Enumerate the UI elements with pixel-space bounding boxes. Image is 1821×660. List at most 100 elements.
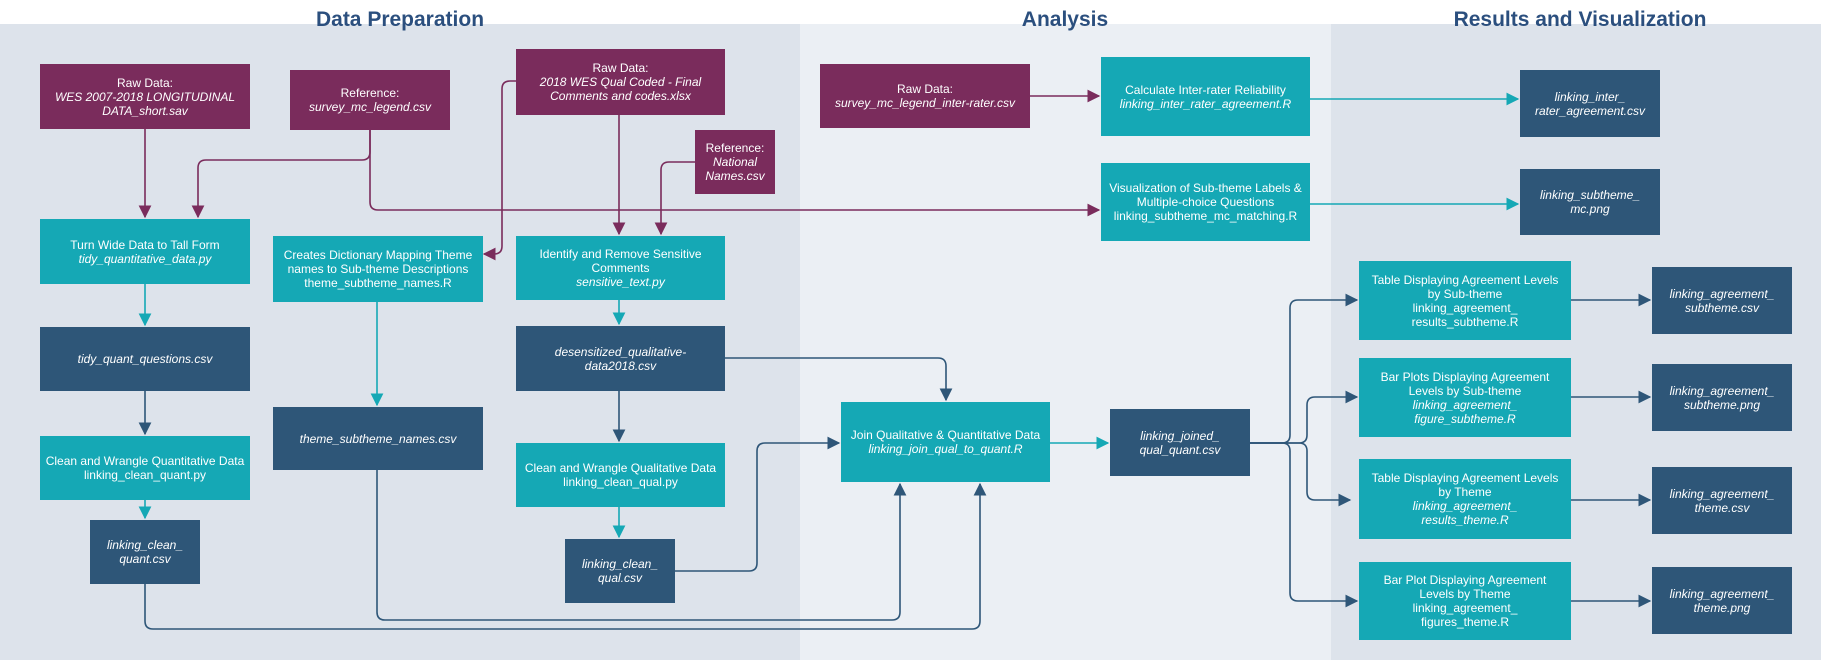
- node-line: linking_inter_rater_agreement.R: [1119, 96, 1292, 111]
- node-line: tidy_quant_questions.csv: [77, 352, 213, 366]
- node-line: Visualization of Sub-theme Labels &: [1109, 181, 1302, 195]
- node-line: linking_clean_: [581, 557, 659, 571]
- node-line: theme_subtheme_names.R: [304, 276, 452, 290]
- node-line: qual.csv: [597, 571, 643, 585]
- node-line: Bar Plots Displaying Agreement: [1380, 369, 1550, 384]
- file-agreement-subtheme-png: linking_agreement_ subtheme.png: [1652, 364, 1792, 431]
- node-line: Reference:: [340, 86, 400, 100]
- raw-data-qual-coded: Raw Data: 2018 WES Qual Coded - Final Co…: [516, 49, 725, 115]
- node-line: Calculate Inter-rater Reliability: [1125, 82, 1286, 97]
- node-line: data2018.csv: [584, 358, 657, 373]
- process-wide-to-tall: Turn Wide Data to Tall Form tidy_quantit…: [40, 219, 250, 284]
- node-line: linking_subtheme_: [1539, 188, 1641, 202]
- process-bar-plot-theme: Bar Plot Displaying Agreement Levels by …: [1359, 562, 1571, 640]
- process-table-agreement-subtheme: Table Displaying Agreement Levels by Sub…: [1359, 261, 1571, 340]
- node-line: linking_agreement_: [1669, 383, 1775, 398]
- node-line: theme.csv: [1694, 500, 1750, 515]
- node-line: Bar Plot Displaying Agreement: [1383, 573, 1547, 587]
- file-desensitized-qualitative: desensitized_qualitative- data2018.csv: [516, 326, 725, 391]
- lane-title-results: Results and Visualization: [1453, 8, 1707, 31]
- node-line: by Sub-theme: [1427, 286, 1503, 301]
- process-table-agreement-theme: Table Displaying Agreement Levels by The…: [1359, 459, 1571, 539]
- reference-survey-mc-legend: Reference: survey_mc_legend.csv: [290, 70, 450, 130]
- process-clean-quant: Clean and Wrangle Quantitative Data link…: [40, 436, 250, 500]
- node-line: linking_agreement_: [1412, 601, 1518, 615]
- node-line: figures_theme.R: [1420, 615, 1510, 629]
- file-inter-rater-agreement-csv: linking_inter_ rater_agreement.csv: [1520, 70, 1660, 137]
- node-line: quant.csv: [119, 552, 171, 566]
- file-tidy-quant-questions: tidy_quant_questions.csv: [40, 327, 250, 391]
- process-clean-qual: Clean and Wrangle Qualitative Data linki…: [516, 443, 725, 507]
- file-theme-subtheme-names: theme_subtheme_names.csv: [273, 407, 483, 470]
- node-line: DATA_short.sav: [102, 103, 188, 118]
- node-line: desensitized_qualitative-: [554, 344, 687, 359]
- node-line: Join Qualitative & Quantitative Data: [850, 428, 1041, 442]
- node-line: Multiple-choice Questions: [1136, 195, 1275, 209]
- node-line: Creates Dictionary Mapping Theme: [283, 248, 473, 262]
- lane-title-analysis: Analysis: [1021, 8, 1109, 31]
- node-line: Comments: [591, 261, 650, 275]
- node-line: Identify and Remove Sensitive: [539, 247, 702, 261]
- node-line: Table Displaying Agreement Levels: [1371, 471, 1559, 485]
- process-dictionary-mapping: Creates Dictionary Mapping Theme names t…: [273, 236, 483, 302]
- node-line: 2018 WES Qual Coded - Final: [539, 75, 702, 89]
- node-line: subtheme.csv: [1684, 300, 1760, 315]
- node-line: Raw Data:: [592, 61, 649, 75]
- node-line: National: [712, 155, 758, 169]
- process-bar-plots-subtheme: Bar Plots Displaying Agreement Levels by…: [1359, 358, 1571, 437]
- node-line: names to Sub-theme Descriptions: [287, 262, 469, 276]
- node-line: Raw Data:: [116, 75, 174, 90]
- node-line: results_subtheme.R: [1411, 314, 1519, 329]
- node-line: linking_joined_: [1140, 428, 1220, 443]
- node-line: Levels by Theme: [1419, 587, 1511, 601]
- process-join-qual-quant: Join Qualitative & Quantitative Data lin…: [841, 402, 1050, 482]
- node-line: Levels by Sub-theme: [1408, 383, 1522, 398]
- file-linking-clean-qual: linking_clean_ qual.csv: [565, 539, 675, 603]
- node-line: linking_join_qual_to_quant.R: [868, 442, 1023, 456]
- node-line: theme.png: [1693, 600, 1751, 615]
- raw-data-inter-rater: Raw Data: survey_mc_legend_inter-rater.c…: [820, 64, 1030, 128]
- node-line: linking_agreement_: [1669, 486, 1775, 501]
- reference-national-names: Reference: National Names.csv: [695, 130, 775, 194]
- file-linking-joined-qual-quant: linking_joined_ qual_quant.csv: [1110, 409, 1250, 476]
- node-line: Reference:: [705, 141, 765, 155]
- node-line: by Theme: [1438, 485, 1492, 499]
- node-line: tidy_quantitative_data.py: [78, 251, 212, 266]
- node-line: Clean and Wrangle Quantitative Data: [45, 454, 245, 468]
- node-line: survey_mc_legend_inter-rater.csv: [834, 96, 1016, 110]
- node-line: linking_clean_quant.py: [83, 468, 207, 482]
- file-agreement-theme-csv: linking_agreement_ theme.csv: [1652, 467, 1792, 534]
- node-line: Names.csv: [705, 169, 765, 183]
- node-line: linking_agreement_: [1412, 499, 1518, 513]
- node-line: WES 2007-2018 LONGITUDINAL: [54, 89, 236, 104]
- node-line: Comments and codes.xlsx: [550, 89, 691, 103]
- lane-title-data-preparation: Data Preparation: [315, 8, 485, 31]
- process-remove-sensitive: Identify and Remove Sensitive Comments s…: [516, 236, 725, 300]
- node-line: Table Displaying Agreement Levels: [1371, 272, 1559, 287]
- file-agreement-theme-png: linking_agreement_ theme.png: [1652, 567, 1792, 634]
- node-line: sensitive_text.py: [576, 275, 665, 289]
- node-line: linking_agreement_: [1412, 300, 1518, 315]
- node-line: linking_clean_: [106, 538, 184, 552]
- node-line: theme_subtheme_names.csv: [299, 431, 457, 446]
- node-line: linking_inter_: [1554, 89, 1626, 104]
- file-subtheme-mc-png: linking_subtheme_ mc.png: [1520, 169, 1660, 235]
- node-line: linking_agreement_: [1669, 586, 1775, 601]
- node-line: subtheme.png: [1683, 397, 1761, 412]
- file-linking-clean-quant: linking_clean_ quant.csv: [90, 520, 200, 584]
- node-line: survey_mc_legend.csv: [308, 100, 432, 114]
- node-line: Clean and Wrangle Qualitative Data: [524, 461, 717, 475]
- file-agreement-subtheme-csv: linking_agreement_ subtheme.csv: [1652, 267, 1792, 334]
- process-calc-inter-rater: Calculate Inter-rater Reliability linkin…: [1101, 57, 1310, 136]
- node-line: qual_quant.csv: [1139, 442, 1221, 457]
- node-line: figure_subtheme.R: [1414, 411, 1516, 426]
- process-viz-subtheme-labels: Visualization of Sub-theme Labels & Mult…: [1101, 163, 1310, 241]
- node-line: linking_agreement_: [1669, 286, 1775, 301]
- node-line: linking_agreement_: [1412, 397, 1518, 412]
- node-line: Turn Wide Data to Tall Form: [70, 237, 220, 252]
- node-line: rater_agreement.csv: [1534, 103, 1646, 118]
- node-line: linking_subtheme_mc_matching.R: [1113, 209, 1298, 223]
- raw-data-wes-longitudinal: Raw Data: WES 2007-2018 LONGITUDINAL DAT…: [40, 64, 250, 129]
- node-line: mc.png: [1570, 202, 1610, 216]
- node-line: linking_clean_qual.py: [563, 475, 678, 489]
